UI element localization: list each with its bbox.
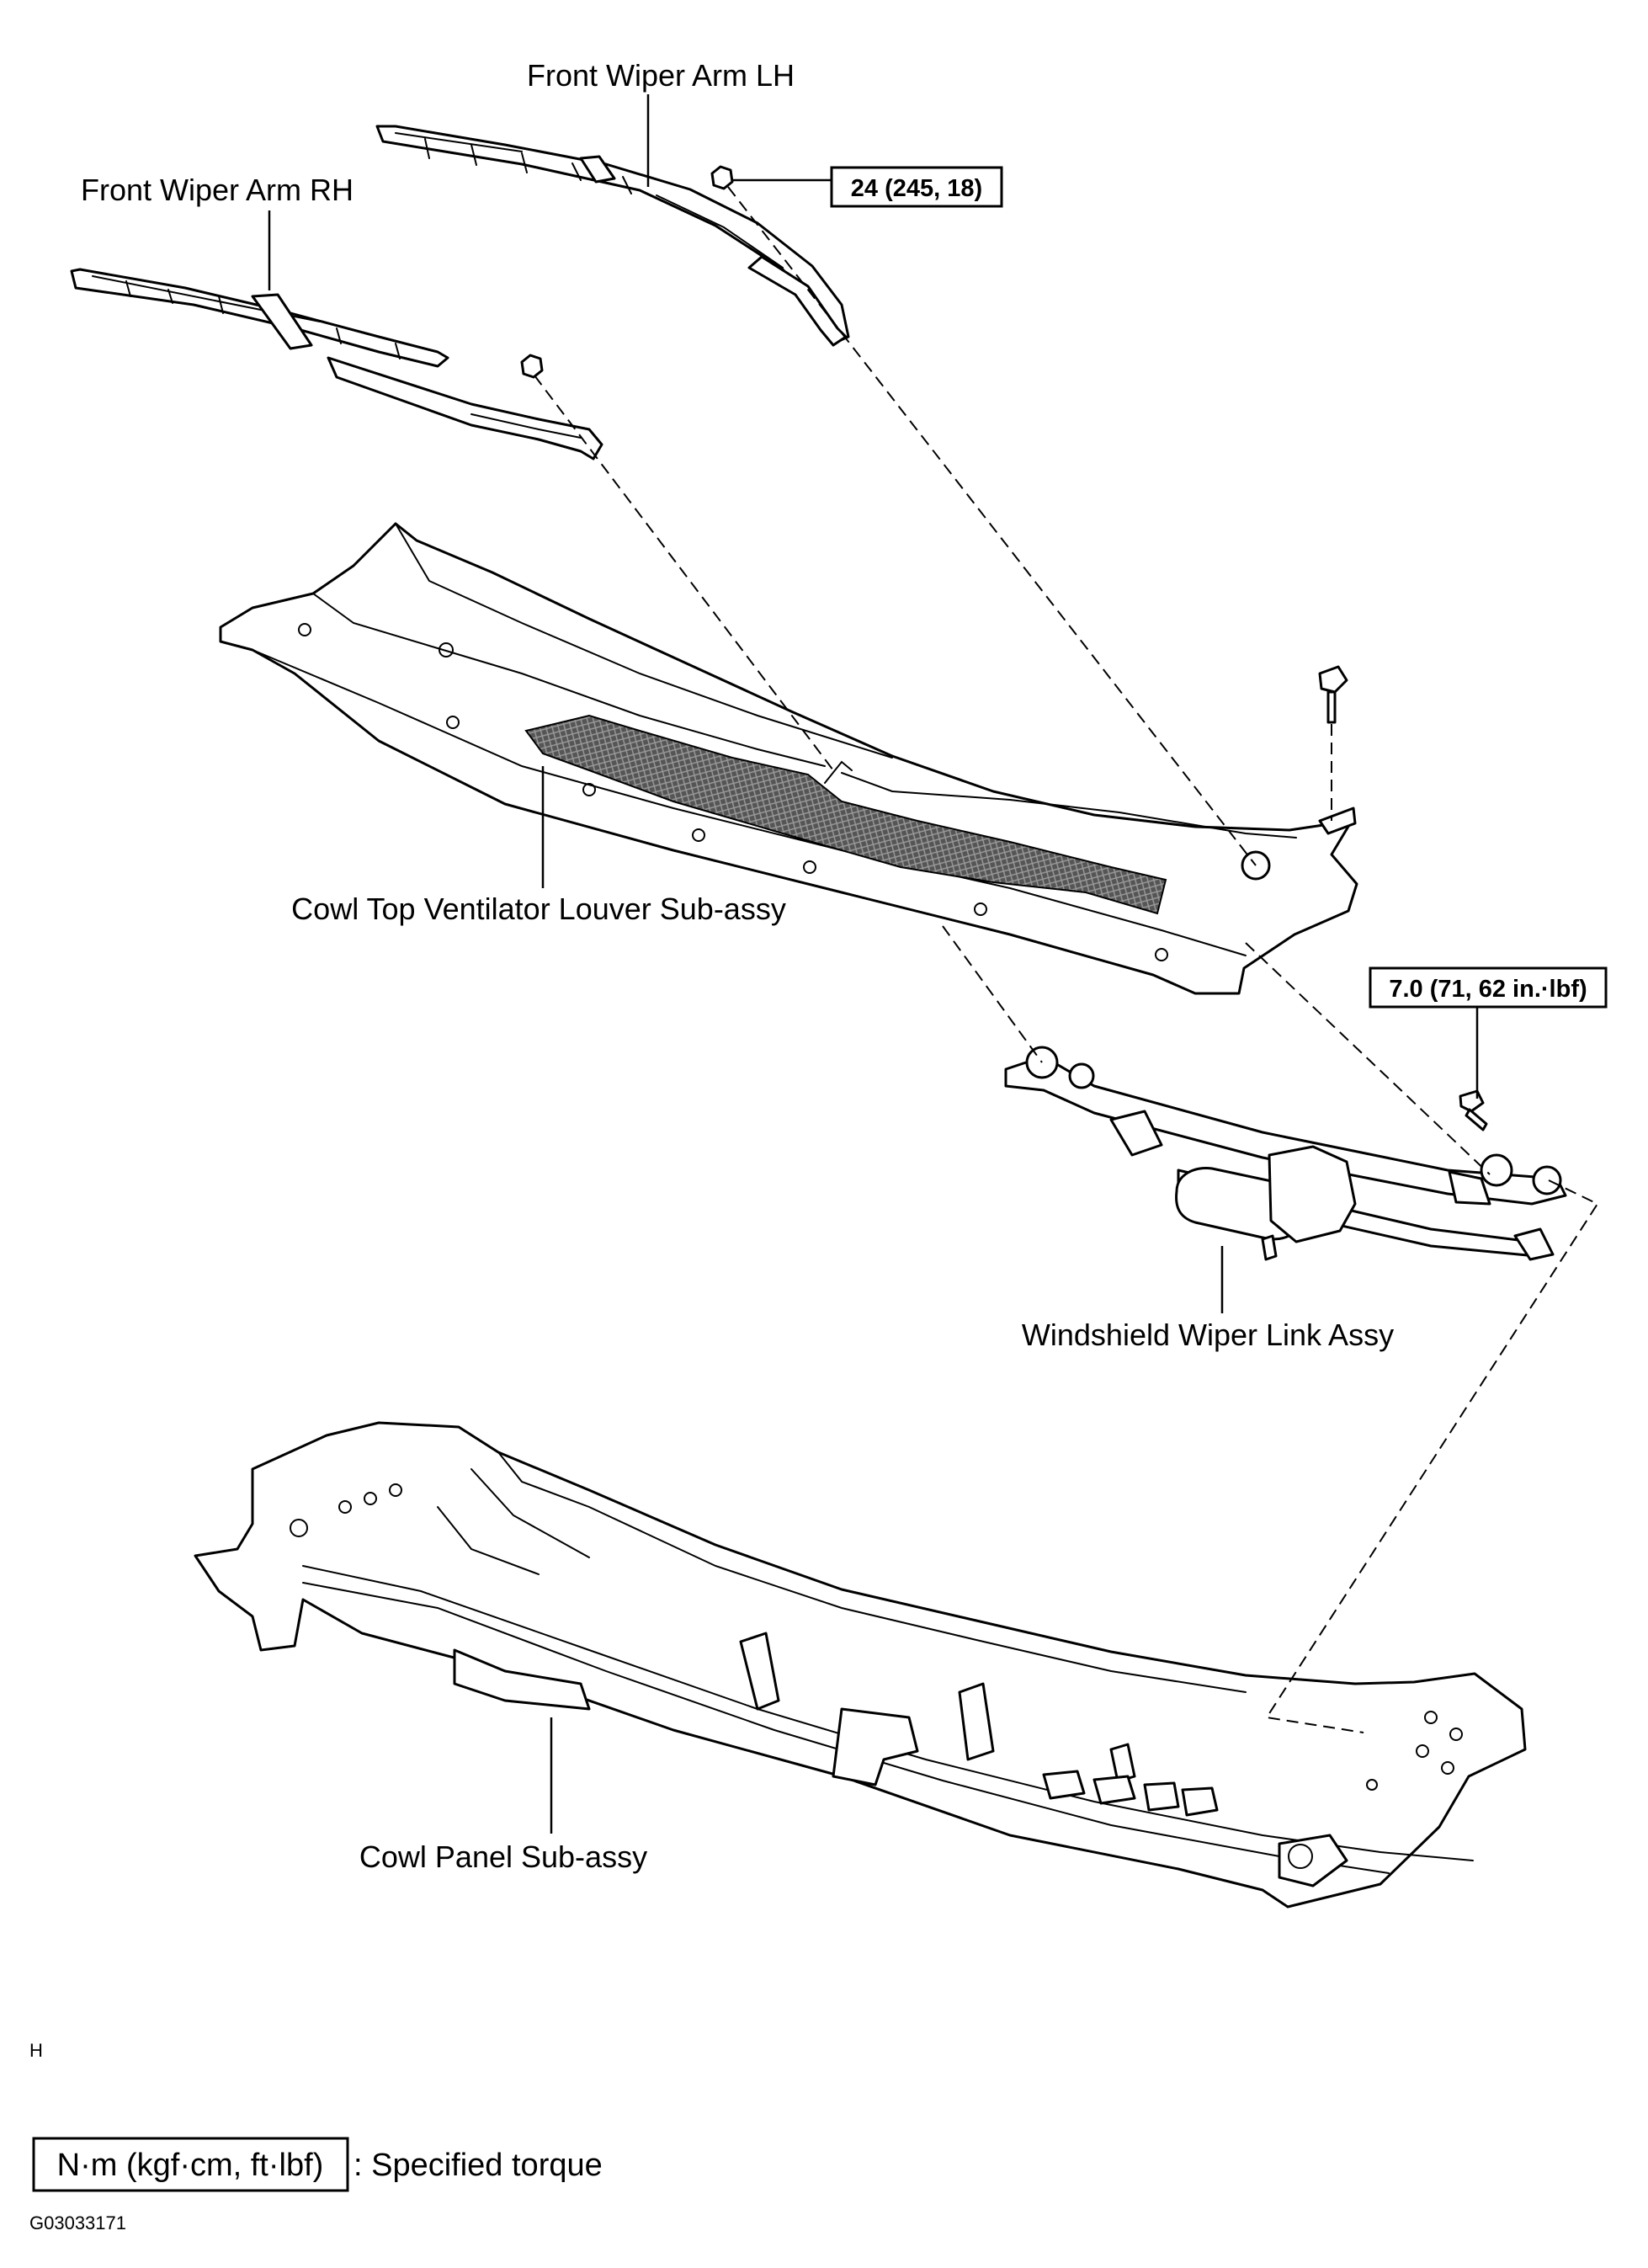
- clip-icon: [1318, 665, 1348, 724]
- corner-letter: H: [29, 2040, 43, 2061]
- legend: N·m (kgf·cm, ft·lbf) : Specified torque: [32, 2137, 603, 2192]
- label-cowl-panel-sub-assy: Cowl Panel Sub-assy: [359, 1839, 647, 1874]
- windshield-wiper-link-assy: [1004, 1046, 1567, 1261]
- cowl-panel-sub-assy: [194, 1421, 1527, 1909]
- leader-lines: [268, 94, 1479, 1834]
- nut-icon: [520, 354, 544, 379]
- torque-value-wiper-arm: 24 (245, 18): [851, 175, 982, 202]
- figure-id: G03033171: [29, 2212, 126, 2233]
- label-front-wiper-arm-lh: Front Wiper Arm LH: [527, 58, 795, 93]
- label-front-wiper-arm-rh: Front Wiper Arm RH: [81, 173, 354, 207]
- torque-callout-link-bolt: 7.0 (71, 62 in.·lbf): [1369, 966, 1608, 1009]
- label-windshield-wiper-link-assy: Windshield Wiper Link Assy: [1022, 1318, 1394, 1352]
- bolt-icon: [1459, 1089, 1488, 1131]
- cowl-top-ventilator-louver: [219, 522, 1358, 995]
- front-wiper-arm-lh: [375, 125, 850, 347]
- front-wiper-arm-rh: [70, 268, 603, 461]
- legend-unit-box-text: N·m (kgf·cm, ft·lbf): [57, 2148, 324, 2183]
- legend-description: : Specified torque: [354, 2148, 603, 2183]
- torque-callout-wiper-arm: 24 (245, 18): [830, 166, 1003, 208]
- nut-icon: [710, 165, 734, 190]
- assembly-dashed-lines: [534, 186, 1599, 1733]
- label-cowl-top-ventilator-louver: Cowl Top Ventilator Louver Sub-assy: [291, 892, 786, 926]
- torque-value-link-bolt: 7.0 (71, 62 in.·lbf): [1389, 976, 1587, 1003]
